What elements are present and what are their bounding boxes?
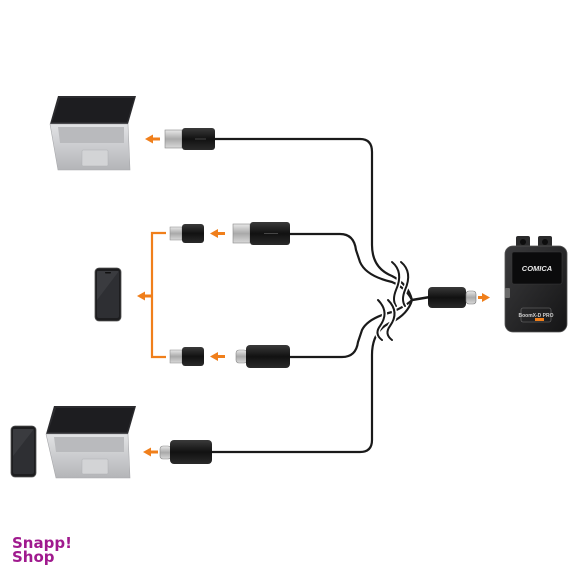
cable-crossing-top [389, 259, 411, 309]
cable-bottom-laptop [210, 298, 414, 454]
arrow-to-lightning-bottom-icon [210, 352, 225, 361]
cables [210, 137, 432, 454]
shop-logo-line1: Snapp! [12, 534, 72, 552]
phone-icon [10, 425, 37, 478]
arrow-to-top-laptop-icon [145, 134, 160, 144]
receiver-brand-label: COMICA [522, 264, 552, 273]
arrow-to-receiver-shaft [478, 296, 484, 299]
phone-icon [94, 267, 122, 322]
shop-logo-line2: Shop [12, 548, 55, 566]
usb-a-plug-icon [232, 222, 290, 245]
wireless-receiver-icon [504, 236, 568, 333]
laptop-icon [45, 406, 136, 479]
phone-bracket [150, 231, 166, 359]
lightning-adapter-icon [169, 224, 204, 243]
usb-c-plug-icon [428, 287, 477, 308]
laptop-icon [49, 96, 136, 171]
cable-crossing-bottom [374, 297, 397, 343]
usb-c-plug-icon [235, 345, 290, 368]
cable-top-laptop [213, 137, 414, 302]
usb-a-plug-icon [164, 128, 215, 150]
arrow-to-bottom-laptop-icon [143, 447, 158, 457]
lightning-adapter-icon [169, 347, 204, 366]
cable-trunk [410, 295, 432, 302]
shop-logo: Snapp! Shop [12, 534, 72, 566]
arrow-to-phone-icon [137, 291, 152, 301]
arrow-to-receiver-icon [482, 293, 490, 302]
usb-c-plug-icon [159, 440, 212, 464]
receiver-model-label: BoomX-D PRO [519, 313, 554, 319]
arrow-to-lightning-top-icon [210, 229, 225, 238]
